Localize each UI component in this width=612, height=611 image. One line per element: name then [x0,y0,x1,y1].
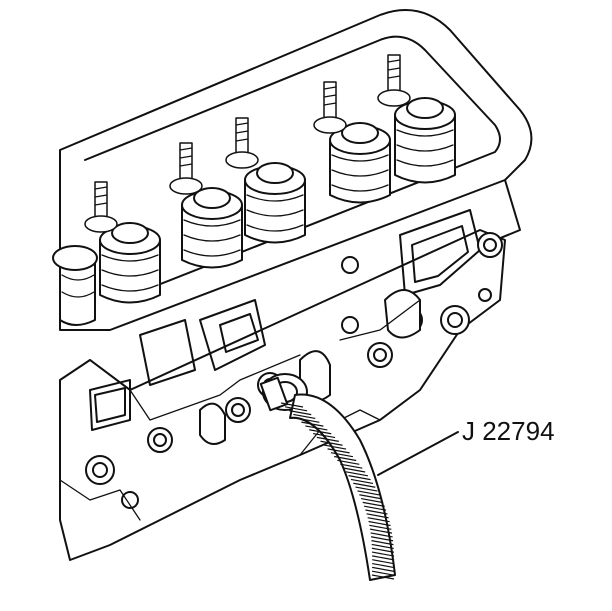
hose-rib [362,501,385,507]
hose-rib [360,497,384,504]
tool-callout-label: J 22794 [462,416,555,446]
hose-rib [371,570,395,576]
hose-rib [280,402,304,408]
valve-spring [99,222,161,304]
hose-rib [367,517,390,523]
hose-rib [353,482,376,488]
hose-rib [337,459,360,465]
hose-rib [372,555,395,561]
tool-j-22794 [259,373,396,581]
valve-spring [181,187,243,269]
hose-rib [370,536,394,542]
hose-rib [368,520,391,527]
hose-rib [355,486,378,492]
hose-rib [371,547,395,553]
hose-rib [359,494,382,500]
intake-ports [89,209,481,431]
hose-rib [365,509,388,515]
hose-rib [357,490,380,496]
hose-rib [289,410,312,416]
hose-rib [316,436,339,442]
hose-rib [370,532,393,538]
hose-rib [305,425,328,431]
valve-spring [244,162,306,244]
valve-spring [52,245,98,326]
hose-rib [297,417,320,423]
callout-leader-line [377,431,459,476]
hose-rib [285,406,308,412]
valve-spring-assemblies [52,97,456,326]
hose-rib [369,524,392,530]
hose-rib [364,505,387,511]
hose-rib [323,444,347,450]
hose-rib [372,562,395,569]
hose-rib [371,551,395,557]
hose-rib [327,448,350,454]
hose-rib [312,432,336,439]
hose-rib [371,540,394,546]
hose-rib [366,513,389,519]
hose-ribbing [280,402,395,580]
hose-rib [345,471,369,477]
hose-rib [293,413,316,420]
hose-rib [320,440,343,446]
hose-rib [350,478,374,485]
hose-rib [348,475,371,481]
hose-rib [372,559,395,565]
hose-rib [371,543,394,550]
hose-rib [330,452,354,458]
valve-spring [329,122,391,204]
rocker-studs [84,54,411,233]
hose-rib [334,455,357,462]
hose-rib [343,467,366,473]
hose-rib [369,528,393,534]
hose-rib [309,429,332,435]
hose-rib [371,574,395,580]
hose-rib [340,463,363,469]
hose-rib [301,421,324,427]
hose-rib [372,566,395,572]
valve-spring [394,97,456,184]
